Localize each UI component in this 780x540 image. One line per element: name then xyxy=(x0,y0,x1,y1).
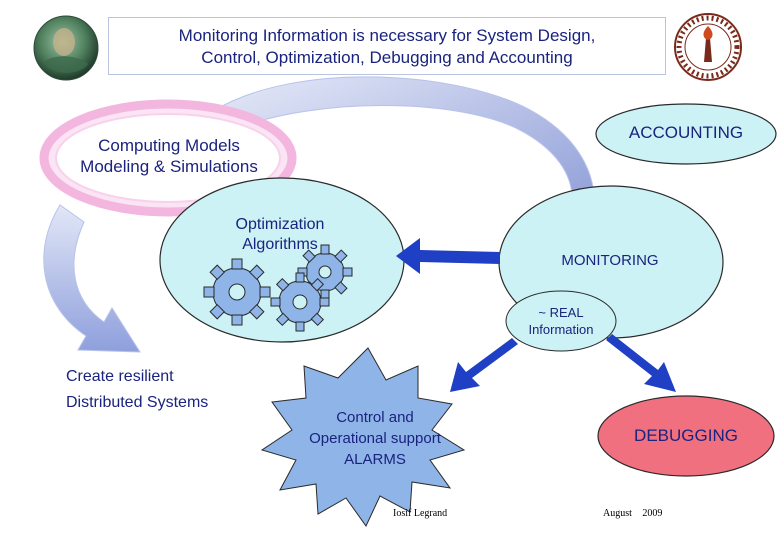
debugging-ellipse xyxy=(597,395,775,477)
arrow-to-control xyxy=(450,338,518,392)
accounting-ellipse xyxy=(595,103,777,165)
computing-models-ring-inner xyxy=(55,113,281,203)
resilient-label: Create resilient Distributed Systems xyxy=(66,364,266,416)
control-line-2: Operational support xyxy=(309,430,441,447)
arrow-to-optimization xyxy=(396,238,500,274)
real-information-ellipse xyxy=(505,290,617,352)
control-star xyxy=(260,347,466,527)
optimization-line-1: Optimization xyxy=(235,216,325,233)
globe-portrait-logo xyxy=(33,15,99,81)
gears-group xyxy=(203,244,353,332)
real-information-label: ~ REAL Information xyxy=(506,304,616,338)
debugging-label: DEBUGGING xyxy=(634,426,738,445)
arrow-to-debugging xyxy=(606,334,676,392)
footer-author: Iosif Legrand xyxy=(393,508,448,519)
footer-date: August 2009 xyxy=(603,508,663,519)
control-line-3: ALARMS xyxy=(344,451,406,468)
resilient-line-1: Create resilient xyxy=(66,368,174,385)
control-line-1: Control and xyxy=(336,409,414,426)
curved-arrow-left xyxy=(43,204,141,353)
title-line-2: Control, Optimization, Debugging and Acc… xyxy=(201,48,573,67)
computing-models-label: Computing Models Modeling & Simulations xyxy=(44,135,294,177)
title-box: Monitoring Information is necessary for … xyxy=(108,17,666,75)
computing-models-line-1: Computing Models xyxy=(98,136,240,155)
resilient-line-2: Distributed Systems xyxy=(66,394,209,411)
title-line-1: Monitoring Information is necessary for … xyxy=(178,26,596,45)
optimization-line-2: Algorithms xyxy=(242,236,318,253)
real-information-line-1: ~ REAL xyxy=(538,305,584,320)
control-label: Control and Operational support ALARMS xyxy=(280,407,470,470)
optimization-label: Optimization Algorithms xyxy=(200,215,360,255)
gear-icon xyxy=(270,272,330,332)
accounting-label: ACCOUNTING xyxy=(628,123,744,142)
gear-icon xyxy=(203,258,271,326)
real-information-line-2: Information xyxy=(528,322,594,337)
caltech-seal-logo xyxy=(674,13,742,81)
computing-models-line-2: Modeling & Simulations xyxy=(80,157,258,176)
monitoring-label: MONITORING xyxy=(561,252,659,269)
